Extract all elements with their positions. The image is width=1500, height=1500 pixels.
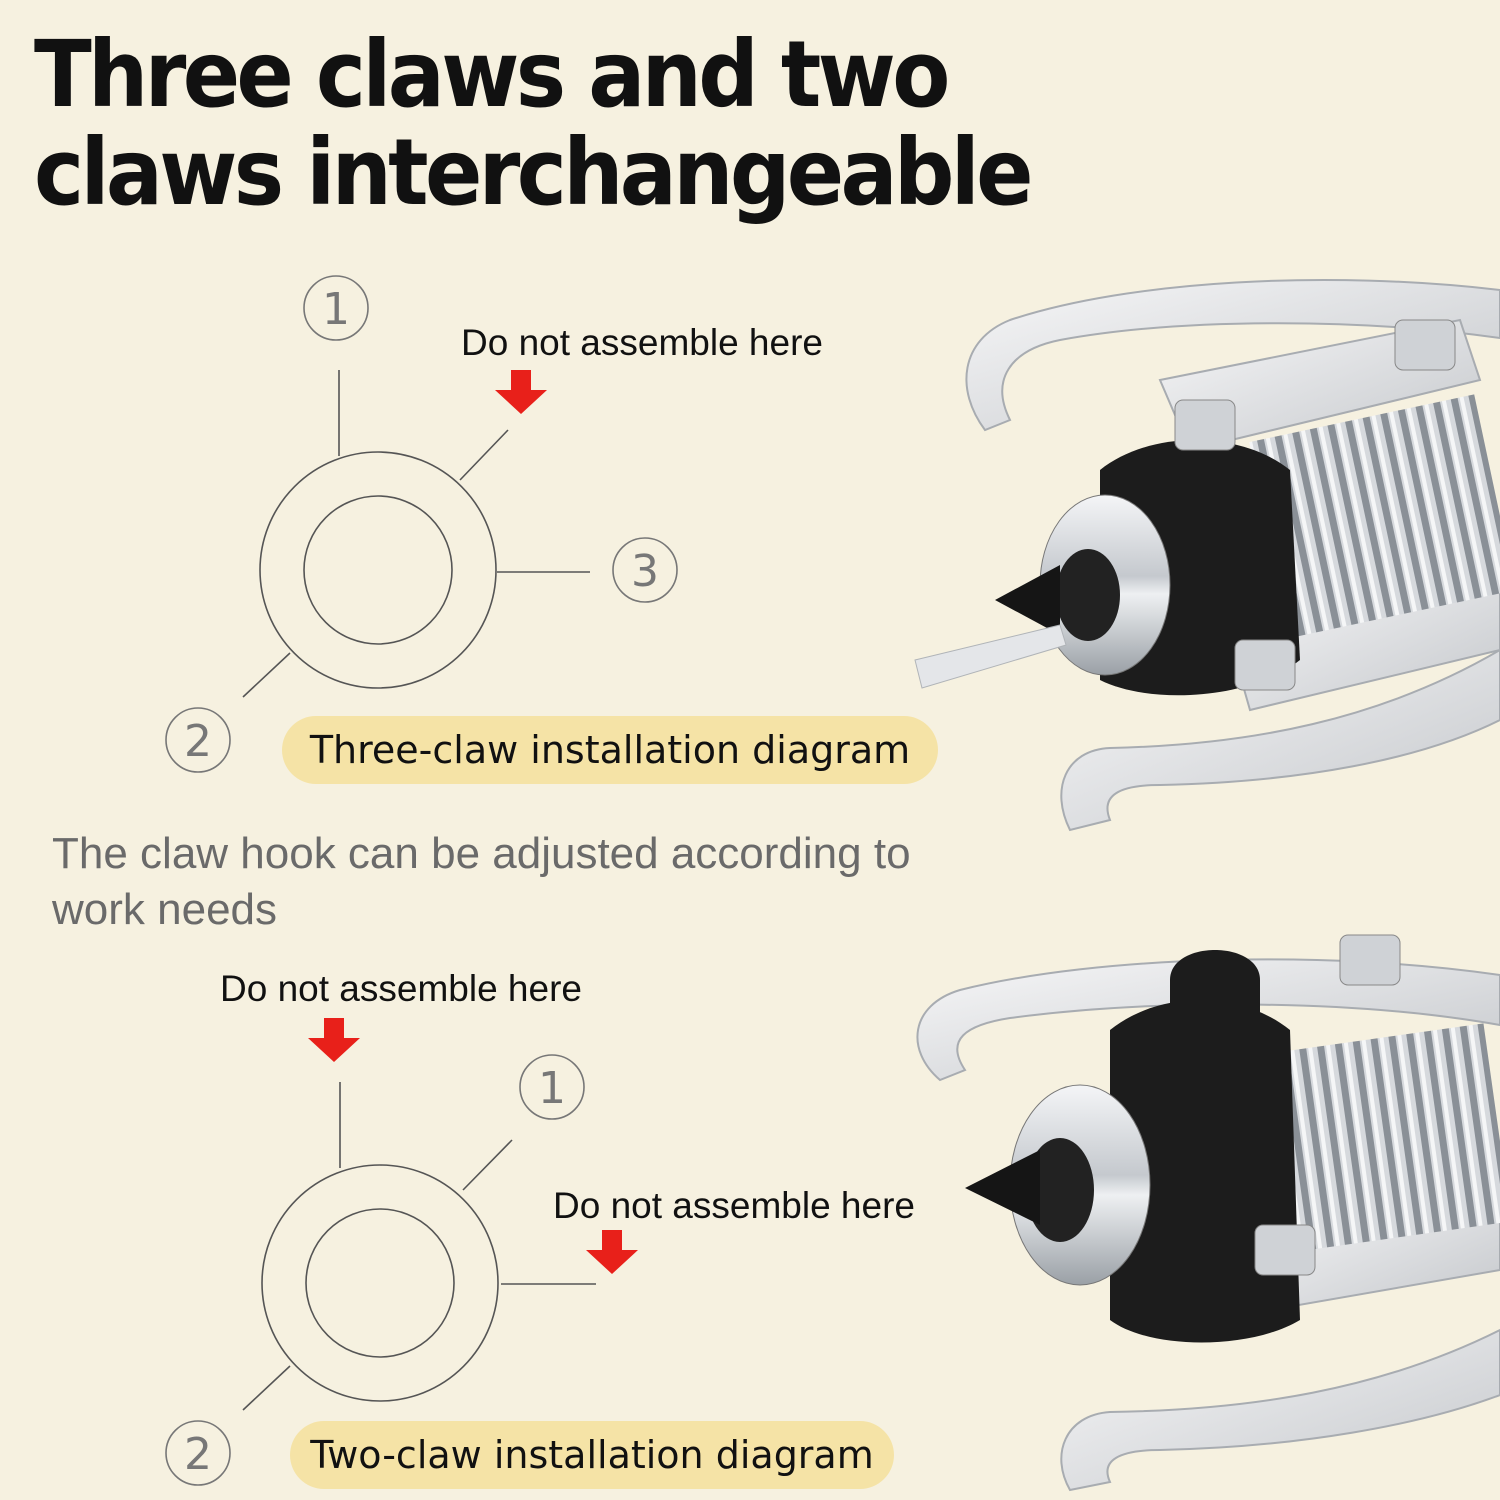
lower-jaw [1060,648,1500,832]
three-claw-inner-ring [303,495,453,645]
two-claw-puller-photo [916,934,1500,1492]
warning-two-claw-top: Do not assemble here [220,968,582,1009]
three-claw-diagram [165,275,678,773]
label-1: 1 [538,1063,566,1114]
bolt-head [1394,319,1456,371]
yoke-ear [1170,950,1260,1050]
adjustment-note: The claw hook can be adjusted according … [52,829,911,934]
two-claw-diagram [165,1054,596,1486]
three-claw-line-blocked [459,429,509,481]
three-claw-puller-photo [914,279,1500,832]
threaded-screw [1249,394,1500,638]
nut-core [1056,549,1120,641]
bolt-head [1339,934,1401,986]
upper-jaw [965,279,1500,432]
down-arrow-icon [495,370,547,414]
handle-bar [914,624,1067,689]
label-circle-1 [303,275,369,341]
two-claw-caption: Two-claw installation diagram [290,1421,894,1489]
down-arrow-icon [586,1230,638,1274]
two-claw-inner-ring [305,1208,455,1358]
cone-tip [995,565,1060,635]
bolt-head [1254,1224,1316,1276]
label-1: 1 [322,284,350,335]
down-arrow-icon [308,1018,360,1062]
two-claw-outer-ring [261,1164,499,1402]
label-2: 2 [184,1429,212,1480]
nut-core [1026,1138,1094,1242]
label-circle-2 [165,1420,231,1486]
three-claw-line-2 [242,652,291,698]
headline-line-2: claws interchangeable [34,119,1034,226]
label-2: 2 [184,716,212,767]
three-claw-caption: Three-claw installation diagram [282,716,938,784]
label-circle-3 [612,537,678,603]
label-3: 3 [631,546,659,597]
page-headline: Three claws and two claws interchangeabl… [34,21,1034,226]
three-claw-outer-ring [259,451,497,689]
cone-tip [965,1150,1040,1225]
label-circle-1 [519,1054,585,1120]
warning-three-claw: Do not assemble here [461,322,823,363]
label-circle-2 [165,707,231,773]
warning-two-claw-right: Do not assemble here [553,1185,915,1226]
two-claw-line-2 [242,1365,291,1411]
yoke-body [1110,1000,1300,1343]
bolt-head [1174,399,1236,451]
two-claw-line-1 [462,1139,513,1191]
lower-jaw [1060,1328,1500,1492]
bolt-head [1234,639,1296,691]
headline-line-1: Three claws and two [34,21,950,128]
